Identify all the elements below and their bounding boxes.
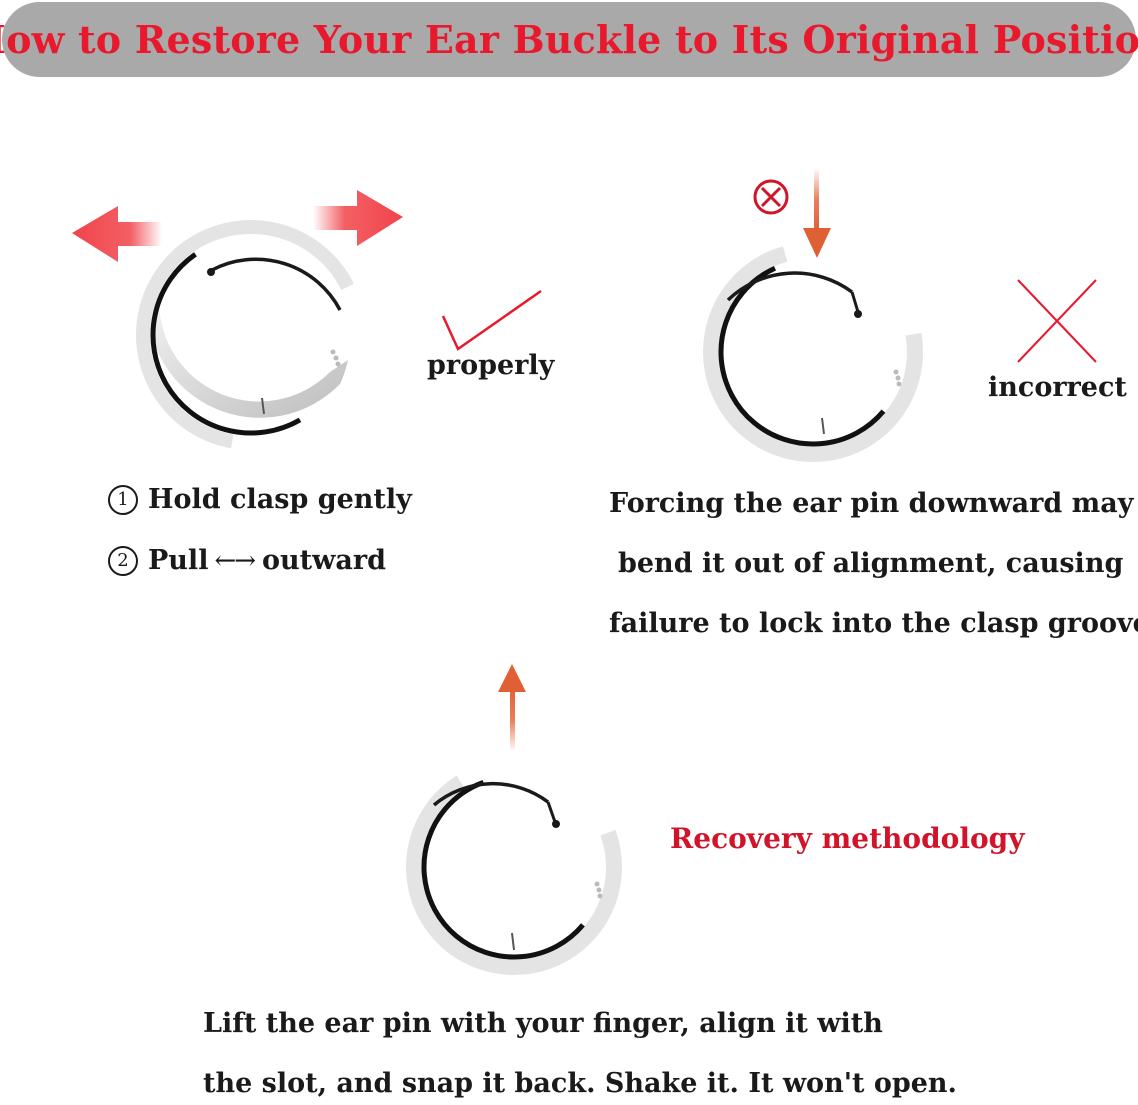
left-right-arrow-icon: ←→ xyxy=(214,546,256,576)
incorrect-label: incorrect xyxy=(988,372,1127,403)
check-mark-icon xyxy=(441,289,542,351)
x-mark-icon xyxy=(1017,279,1097,363)
right-arrow-icon xyxy=(313,190,403,246)
title-banner: How to Restore Your Ear Buckle to Its Or… xyxy=(0,2,1138,77)
circle-x-icon xyxy=(753,179,789,215)
page-title: How to Restore Your Ear Buckle to Its Or… xyxy=(0,17,1138,62)
recovery-instruction-line: the slot, and snap it back. Shake it. It… xyxy=(203,1068,957,1099)
step-text-before: Pull xyxy=(148,545,209,576)
recovery-instruction-line: Lift the ear pin with your finger, align… xyxy=(203,1008,883,1039)
recovery-label: Recovery methodology xyxy=(670,822,1025,855)
step-number-badge: 2 xyxy=(108,546,138,576)
incorrect-description-line: failure to lock into the clasp groove. xyxy=(609,608,1138,639)
step-text-after: outward xyxy=(262,545,386,576)
properly-label: properly xyxy=(427,350,555,381)
hoop-earring-icon xyxy=(703,242,923,462)
up-arrow-icon xyxy=(498,664,526,752)
incorrect-description-line: Forcing the ear pin downward may xyxy=(609,488,1134,519)
step-1: 1 Hold clasp gently xyxy=(108,484,412,515)
step-number-badge: 1 xyxy=(108,485,138,515)
hoop-earring-icon xyxy=(406,759,622,975)
down-arrow-icon xyxy=(803,168,831,258)
step-2: 2 Pull←→outward xyxy=(108,545,386,576)
incorrect-description-line: bend it out of alignment, causing xyxy=(618,548,1124,579)
hoop-earring-icon xyxy=(136,220,366,450)
step-text: Hold clasp gently xyxy=(148,484,412,515)
left-arrow-icon xyxy=(72,206,162,262)
